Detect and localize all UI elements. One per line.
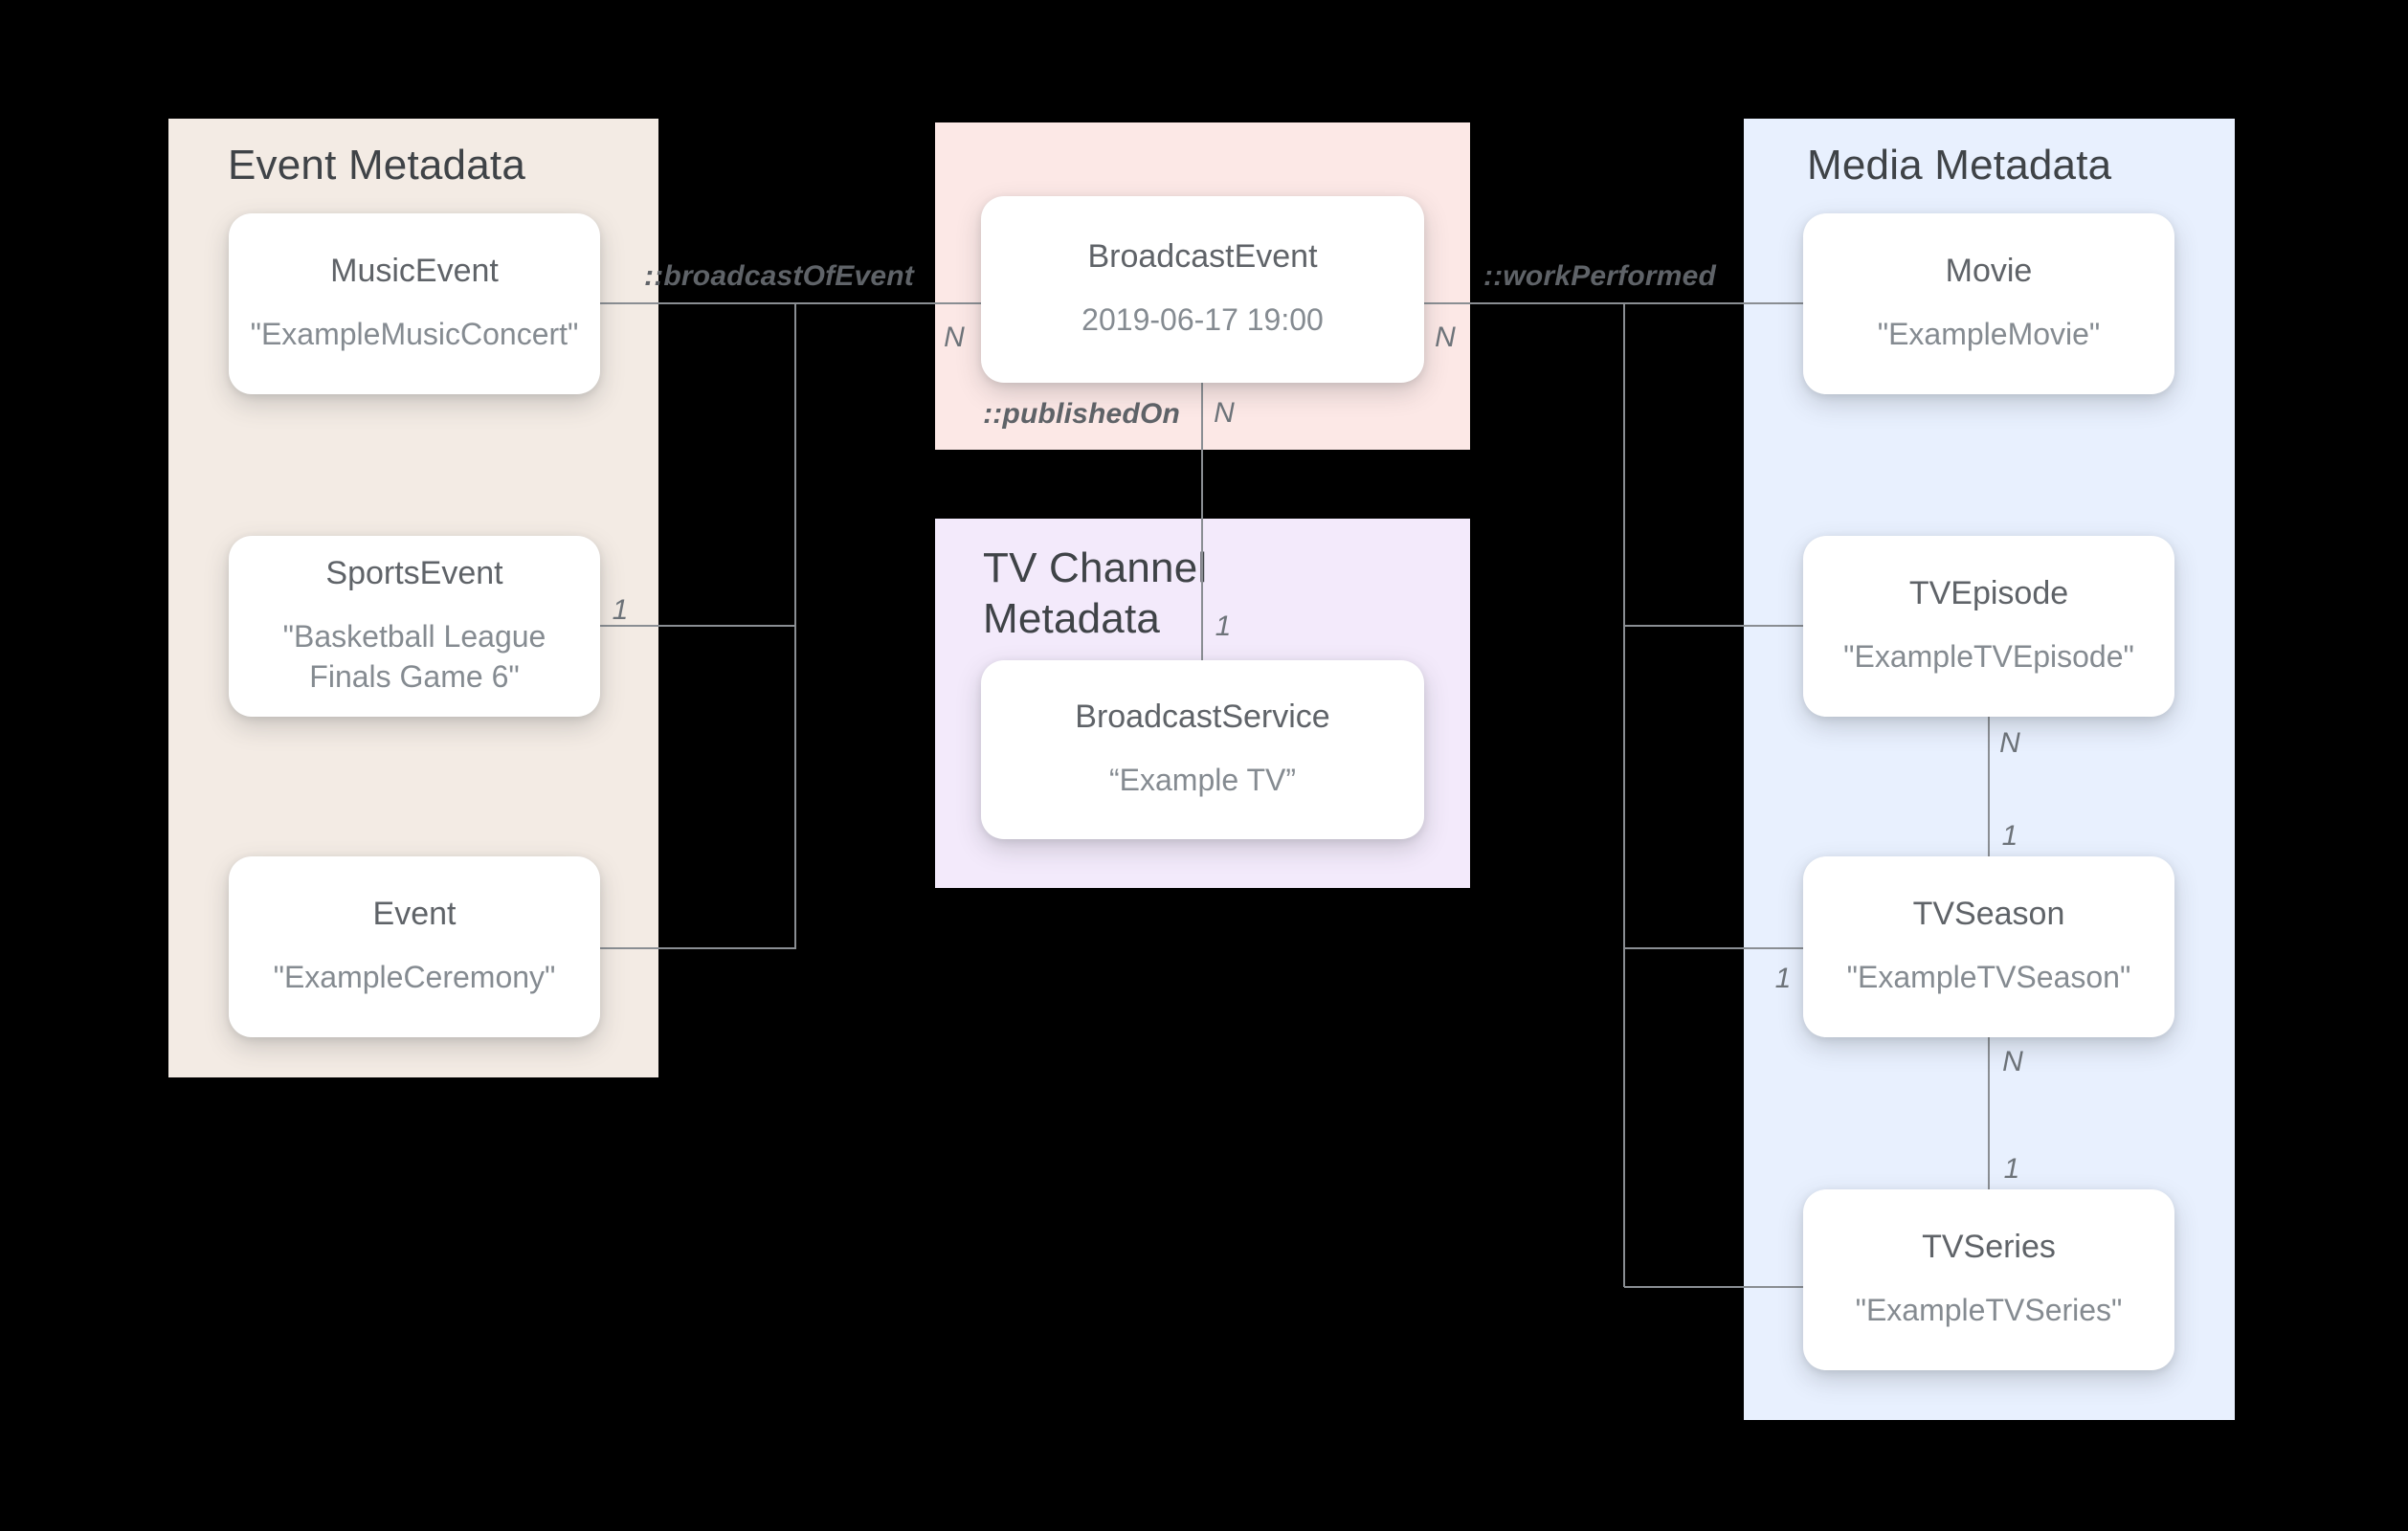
node-movie: Movie "ExampleMovie" xyxy=(1803,213,2174,394)
node-event: Event "ExampleCeremony" xyxy=(229,856,600,1037)
node-tvseries-title: TVSeries xyxy=(1922,1229,2056,1266)
node-tvseries: TVSeries "ExampleTVSeries" xyxy=(1803,1189,2174,1370)
connector-musicevent-broadcastevent xyxy=(600,302,981,304)
relation-broadcastofevent-label: ::broadcastOfEvent xyxy=(644,260,914,292)
cardinality-season-series-n: N xyxy=(2002,1046,2023,1077)
cardinality-publishedon-1: 1 xyxy=(1215,610,1232,642)
node-tvepisode: TVEpisode "ExampleTVEpisode" xyxy=(1803,536,2174,717)
node-broadcastevent: BroadcastEvent 2019-06-17 19:00 xyxy=(981,196,1424,383)
node-sportsevent-title: SportsEvent xyxy=(325,555,503,592)
connector-tvseason-tvseries xyxy=(1988,1037,1990,1190)
connector-sportsevent-branch xyxy=(600,625,795,627)
cardinality-tvseason-1: 1 xyxy=(1774,963,1792,994)
node-tvepisode-value: "ExampleTVEpisode" xyxy=(1843,639,2134,675)
node-movie-title: Movie xyxy=(1945,253,2033,290)
node-musicevent-value: "ExampleMusicConcert" xyxy=(250,317,579,352)
connector-event-branch xyxy=(600,947,795,949)
node-event-value: "ExampleCeremony" xyxy=(273,960,556,995)
connector-publishedon xyxy=(1201,383,1203,660)
cardinality-episode-season-n: N xyxy=(1999,727,2020,759)
node-broadcastservice-value: “Example TV” xyxy=(1108,763,1296,798)
node-tvepisode-title: TVEpisode xyxy=(1908,575,2069,612)
node-musicevent-title: MusicEvent xyxy=(330,253,499,290)
node-broadcastservice-title: BroadcastService xyxy=(1075,699,1330,736)
connector-broadcastevent-movie xyxy=(1424,302,1803,304)
media-metadata-title: Media Metadata xyxy=(1807,142,2112,189)
event-metadata-title: Event Metadata xyxy=(228,142,525,189)
cardinality-episode-season-1: 1 xyxy=(2001,820,2018,852)
relation-workperformed-label: ::workPerformed xyxy=(1483,260,1717,292)
node-tvseries-value: "ExampleTVSeries" xyxy=(1855,1293,2123,1328)
node-movie-value: "ExampleMovie" xyxy=(1877,317,2101,352)
node-tvseason-title: TVSeason xyxy=(1912,896,2065,933)
connector-tvepisode-branch xyxy=(1624,625,1803,627)
tv-channel-metadata-title: TV Channel Metadata xyxy=(983,544,1208,642)
cardinality-season-series-1: 1 xyxy=(2003,1153,2020,1185)
node-musicevent: MusicEvent "ExampleMusicConcert" xyxy=(229,213,600,394)
cardinality-publishedon-n: N xyxy=(1214,397,1235,429)
node-broadcastevent-value: 2019-06-17 19:00 xyxy=(1081,302,1324,338)
connector-tvepisode-tvseason xyxy=(1988,717,1990,857)
node-sportsevent-value: "Basketball League Finals Game 6" xyxy=(282,619,546,694)
node-broadcastevent-title: BroadcastEvent xyxy=(1087,238,1318,276)
node-tvseason-value: "ExampleTVSeason" xyxy=(1846,960,2131,995)
connector-media-collector xyxy=(1623,302,1625,1287)
relation-publishedon-label: ::publishedOn xyxy=(983,398,1180,430)
cardinality-workperformed-n: N xyxy=(1435,322,1456,353)
connector-tvseries-branch xyxy=(1624,1286,1803,1288)
node-event-title: Event xyxy=(372,896,457,933)
node-tvseason: TVSeason "ExampleTVSeason" xyxy=(1803,856,2174,1037)
node-broadcastservice: BroadcastService “Example TV” xyxy=(981,660,1424,839)
node-sportsevent: SportsEvent "Basketball League Finals Ga… xyxy=(229,536,600,717)
cardinality-sportsevent-1: 1 xyxy=(612,594,629,626)
cardinality-broadcastofevent-n: N xyxy=(944,322,965,353)
connector-event-collector xyxy=(794,302,796,949)
connector-tvseason-branch xyxy=(1624,947,1803,949)
